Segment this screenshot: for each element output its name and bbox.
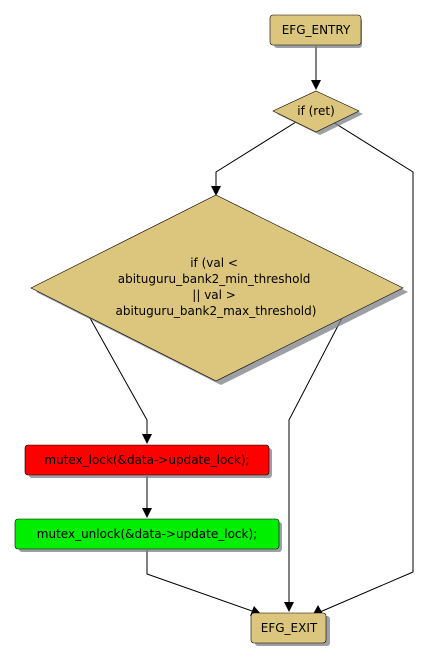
node-if-val[interactable]: if (val < abituguru_bank2_min_threshold …: [30, 194, 408, 385]
arrowhead: [211, 186, 221, 196]
arrowhead: [142, 508, 152, 518]
node-entry-box: [269, 14, 362, 46]
edge-if-ret-to-if-val: [215, 121, 297, 186]
node-if-ret-diamond: [272, 90, 360, 133]
arrowhead: [284, 602, 294, 612]
node-if-ret-label: if (ret): [297, 104, 335, 118]
node-mutex-unlock-label: mutex_unlock(&data->update_lock);: [37, 527, 257, 541]
edge-if-val-to-exit: [288, 317, 343, 602]
node-mutex-unlock-box: [14, 518, 280, 550]
edge-mutex-unlock-to-exit: [146, 550, 256, 613]
node-if-val-diamond: [30, 194, 404, 382]
arrowhead: [142, 434, 152, 444]
node-if-val-label: if (val < abituguru_bank2_min_threshold …: [116, 256, 317, 318]
edge-if-val-to-mutex-lock: [89, 317, 148, 434]
node-exit[interactable]: EFG_EXIT: [250, 612, 330, 646]
node-mutex-unlock[interactable]: mutex_unlock(&data->update_lock);: [14, 518, 282, 552]
node-if-val-line: abituguru_bank2_min_threshold: [118, 272, 311, 286]
node-exit-box: [250, 612, 327, 644]
node-if-val-line: if (val <: [190, 256, 238, 270]
node-exit-label: EFG_EXIT: [261, 621, 318, 635]
node-mutex-lock-box: [24, 444, 270, 476]
node-entry-label: EFG_ENTRY: [282, 23, 351, 37]
node-entry[interactable]: EFG_ENTRY: [269, 14, 362, 48]
arrowhead: [311, 80, 321, 90]
node-mutex-lock-label: mutex_lock(&data->update_lock);: [44, 453, 249, 467]
node-mutex-lock[interactable]: mutex_lock(&data->update_lock);: [24, 444, 272, 478]
node-if-val-line: abituguru_bank2_max_threshold): [116, 304, 317, 318]
node-if-ret[interactable]: if (ret): [272, 90, 363, 135]
edge-if-ret-to-exit: [319, 121, 414, 613]
node-if-val-line: || val >: [192, 288, 236, 302]
